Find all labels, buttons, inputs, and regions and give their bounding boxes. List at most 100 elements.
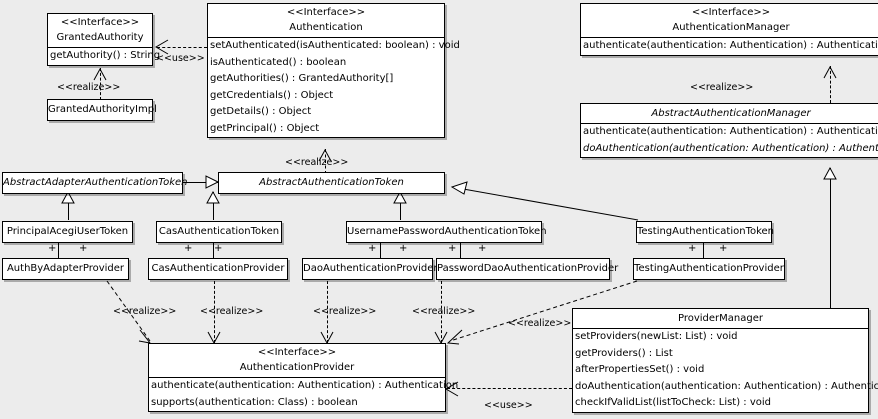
class-name: AbstractAuthenticationToken — [259, 177, 404, 188]
class-members: authenticate(authentication: Authenticat… — [149, 378, 459, 411]
class-header: DaoAuthenticationProvider — [303, 259, 438, 279]
class-header: ProviderManager — [573, 309, 868, 329]
label-realize-cas: <<realize>> — [200, 306, 264, 317]
multiplicity-principalacegi-left: + — [48, 243, 57, 254]
class-header: CasAuthenticationProvider — [149, 259, 287, 279]
class-stereotype: <<Interface>> — [286, 7, 366, 18]
multiplicity-castoken-left: + — [184, 243, 193, 254]
class-header: AbstractAdapterAuthenticationToken — [3, 173, 188, 193]
multiplicity-castoken-right: + — [214, 243, 223, 254]
label-realize-testing: <<realize>> — [508, 318, 572, 329]
multiplicity-userpass-1-left: + — [368, 243, 377, 254]
class-members: setAuthenticated(isAuthenticated: boolea… — [208, 38, 460, 137]
edge-castoken-casprovider — [213, 241, 214, 258]
class-member: afterPropertiesSet() : void — [575, 364, 705, 375]
edge-principalacegi-extends-adaptertoken — [68, 192, 69, 220]
class-members: getAuthority() : String — [48, 48, 161, 65]
class-header: <<Interface>> GrantedAuthority — [48, 14, 152, 48]
label-use-providermanager-authenticationprovider: <<use>> — [484, 400, 533, 411]
class-granted-authority[interactable]: <<Interface>> GrantedAuthority getAuthor… — [47, 13, 161, 66]
class-member: getAuthority() : String — [50, 50, 161, 61]
label-realize-abstractauthenticationmanager: <<realize>> — [690, 82, 754, 93]
class-header: TestingAuthenticationProvider — [634, 259, 784, 279]
class-password-dao-authentication-provider[interactable]: PasswordDaoAuthenticationProvider — [436, 258, 618, 280]
class-member: doAuthentication(authentication: Authent… — [575, 380, 878, 392]
class-member: authenticate(authentication: Authenticat… — [583, 126, 878, 137]
label-realize-authbyadapter: <<realize>> — [113, 306, 177, 317]
class-header: AuthByAdapterProvider — [3, 259, 128, 279]
class-header: <<Interface>> AuthenticationManager — [581, 4, 878, 38]
label-realize-dao: <<realize>> — [313, 306, 377, 317]
class-member: isAuthenticated() : boolean — [210, 56, 347, 68]
multiplicity-testingtoken-right: + — [719, 243, 728, 254]
class-name: Authentication — [289, 22, 363, 33]
class-member: authenticate(authentication: Authenticat… — [583, 40, 878, 51]
class-name: ProviderManager — [677, 313, 763, 324]
class-member: getDetails() : Object — [210, 106, 312, 117]
label-realize-passworddao: <<realize>> — [412, 306, 476, 317]
class-username-password-authentication-token[interactable]: UsernamePasswordAuthenticationToken — [346, 221, 547, 243]
class-member: doAuthentication(authentication: Authent… — [583, 142, 878, 154]
class-member: getCredentials() : Object — [210, 89, 334, 101]
class-name: CasAuthenticationProvider — [151, 263, 285, 274]
multiplicity-principalacegi-right: + — [79, 243, 88, 254]
class-member: getPrincipal() : Object — [210, 122, 320, 134]
class-member: authenticate(authentication: Authenticat… — [151, 380, 459, 391]
class-header: CasAuthenticationToken — [157, 222, 281, 242]
class-name: AuthenticationManager — [672, 22, 790, 33]
label-realize-abstractauthenticationtoken: <<realize>> — [285, 157, 349, 168]
class-name: AuthenticationProvider — [239, 362, 355, 373]
class-auth-by-adapter-provider[interactable]: AuthByAdapterProvider — [2, 258, 129, 280]
class-authentication[interactable]: <<Interface>> Authentication setAuthenti… — [207, 3, 460, 138]
class-cas-authentication-token[interactable]: CasAuthenticationToken — [156, 221, 282, 243]
edge-abstractauthtoken-realize-authentication — [325, 149, 326, 174]
multiplicity-userpass-2-right: + — [478, 243, 487, 254]
class-member: setProviders(newList: List) : void — [575, 331, 738, 342]
class-abstract-authentication-token[interactable]: AbstractAuthenticationToken — [218, 172, 445, 194]
multiplicity-userpass-2-left: + — [448, 243, 457, 254]
class-header: PasswordDaoAuthenticationProvider — [437, 259, 618, 279]
class-stereotype: <<Interface>> — [60, 17, 140, 28]
class-provider-manager[interactable]: ProviderManager setProviders(newList: Li… — [572, 308, 878, 413]
class-header: <<Interface>> AuthenticationProvider — [149, 344, 445, 378]
class-testing-authentication-token[interactable]: TestingAuthenticationToken — [636, 221, 775, 243]
class-abstract-authentication-manager[interactable]: AbstractAuthenticationManager authentica… — [580, 103, 878, 158]
class-header: GrantedAuthorityImpl — [48, 100, 157, 120]
class-header: AbstractAuthenticationManager — [581, 104, 878, 124]
label-realize-grantedauthorityimpl: <<realize>> — [57, 82, 121, 93]
class-member: supports(authentication: Class) : boolea… — [151, 396, 358, 408]
class-name: TestingAuthenticationToken — [637, 226, 775, 237]
class-header: <<Interface>> Authentication — [208, 4, 444, 38]
class-name: GrantedAuthorityImpl — [48, 104, 157, 115]
class-members: setProviders(newList: List) : void getPr… — [573, 329, 878, 412]
edge-principalacegi-authbyadapter — [58, 241, 59, 258]
class-abstract-adapter-authentication-token[interactable]: AbstractAdapterAuthenticationToken — [2, 172, 188, 194]
class-testing-authentication-provider[interactable]: TestingAuthenticationProvider — [633, 258, 785, 280]
edge-authentication-use-grantedauthority — [157, 47, 207, 48]
class-cas-authentication-provider[interactable]: CasAuthenticationProvider — [148, 258, 288, 280]
edge-userpasstoken-passworddaoprovider — [460, 241, 461, 258]
multiplicity-userpass-1-right: + — [399, 243, 408, 254]
edge-testingtoken-testingprovider — [703, 241, 704, 258]
class-header: PrincipalAcegiUserToken — [3, 222, 132, 242]
class-name: CasAuthenticationToken — [158, 226, 280, 237]
class-name: AbstractAdapterAuthenticationToken — [3, 177, 188, 188]
class-members: authenticate(authentication: Authenticat… — [581, 124, 878, 157]
class-member: getAuthorities() : GrantedAuthority[] — [210, 73, 394, 84]
class-name: GrantedAuthority — [56, 32, 144, 43]
class-member: setAuthenticated(isAuthenticated: boolea… — [210, 40, 460, 51]
edge-userpasstoken-daoprovider — [380, 241, 381, 258]
class-name: DaoAuthenticationProvider — [303, 263, 438, 274]
class-stereotype: <<Interface>> — [691, 7, 771, 18]
class-authentication-provider[interactable]: <<Interface>> AuthenticationProvider aut… — [148, 343, 459, 412]
edge-passworddaoprovider-realize — [441, 281, 442, 343]
class-principal-acegi-user-token[interactable]: PrincipalAcegiUserToken — [2, 221, 133, 243]
edge-userpasstoken-extends-abstracttoken — [400, 192, 401, 220]
class-granted-authority-impl[interactable]: GrantedAuthorityImpl — [47, 99, 157, 121]
class-dao-authentication-provider[interactable]: DaoAuthenticationProvider — [302, 258, 438, 280]
multiplicity-testingtoken-left: + — [688, 243, 697, 254]
edge-providermanager-extends-abstractauthmanager — [830, 168, 831, 308]
class-authentication-manager[interactable]: <<Interface>> AuthenticationManager auth… — [580, 3, 878, 56]
edge-grantedauthorityimpl-realize — [100, 68, 101, 100]
